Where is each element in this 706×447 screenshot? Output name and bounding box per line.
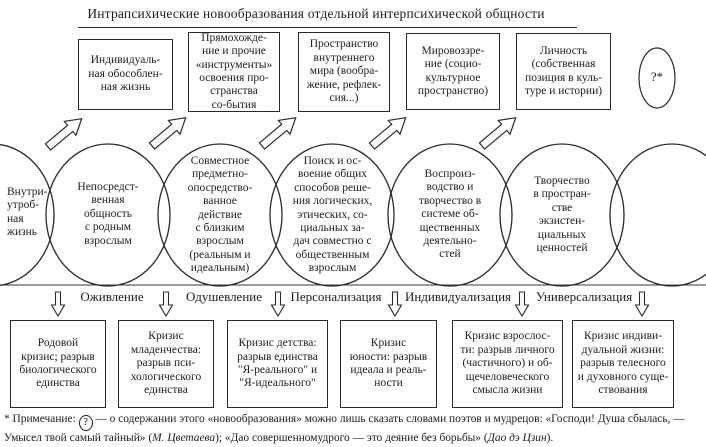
footnote-prefix: * Примечание: xyxy=(4,413,79,425)
down-arrow-icon-3 xyxy=(270,291,286,318)
stage-label-revival: Оживление xyxy=(80,289,144,304)
footnote: * Примечание: ? — о содержании этого «но… xyxy=(4,412,704,446)
up-right-arrow-icon-3 xyxy=(258,116,297,150)
stage-label-animation: Одушевление xyxy=(185,289,263,304)
footnote-middle: ); «Дао совершенномудрого — это деяние б… xyxy=(215,432,488,444)
crisis-box-infancy: Кризис младенчества: разрыв пси- хологич… xyxy=(118,320,214,408)
footnote-body: — о содержании этого «новообразования» м… xyxy=(4,413,685,444)
circle-direct-communion xyxy=(45,143,171,287)
crisis-box-childhood: Кризис детства: разрыв единства "Я-реаль… xyxy=(227,320,328,408)
circle-intrauterine xyxy=(0,143,55,287)
stage-label-personalization: Персонализация xyxy=(290,289,382,304)
circle-search-methods xyxy=(269,143,395,287)
circle-reproduction-creativity xyxy=(387,143,513,287)
up-right-arrow-icon-5 xyxy=(478,116,517,150)
circle-future xyxy=(609,143,706,287)
footnote-suffix: ). xyxy=(546,432,554,444)
circle-label-joint-action: Совместное предметно- опосредство- ванно… xyxy=(187,155,253,275)
up-right-arrow-icon-2 xyxy=(148,116,187,150)
neoformation-box-personality: Личность (собственная позиция в куль- ту… xyxy=(516,33,611,110)
crisis-box-individual-life: Кризис индиви- дуальной жизни: разрыв те… xyxy=(572,320,674,408)
community-circles xyxy=(0,143,706,287)
up-right-arrow-icon-1 xyxy=(44,117,83,151)
up-right-arrows xyxy=(44,116,517,151)
neoformation-box-worldview: Мировоззре- ние (социо- культурное прост… xyxy=(406,33,500,110)
circled-question-icon: ? xyxy=(78,415,93,431)
down-arrow-icon-6 xyxy=(634,291,650,318)
crisis-box-adulthood: Кризис взрослос- ти: разрыв личного (час… xyxy=(452,320,563,408)
circle-joint-action xyxy=(157,143,283,287)
down-arrow-icon-4 xyxy=(387,291,403,318)
unknown-neoformation-oval xyxy=(638,47,676,109)
crisis-box-birth: Родовой кризис; разрыв биологического ед… xyxy=(10,320,106,408)
unknown-oval-label: ?* xyxy=(650,69,664,84)
footnote-author-tsvetaeva: М. Цветаева xyxy=(152,432,216,444)
crisis-box-youth: Кризис юности: разрыв идеала и реаль- но… xyxy=(340,320,437,408)
stage-label-universalization: Универсализация xyxy=(535,289,633,304)
down-arrow-icon-5 xyxy=(514,291,530,318)
down-arrow-icon-2 xyxy=(158,291,174,318)
stage-label-individualization: Индивидуализация xyxy=(404,289,512,304)
down-arrow-icon-1 xyxy=(50,291,66,318)
down-arrows xyxy=(50,291,650,318)
neoformation-box-inner-world: Пространство внутреннего мира (вообра- ж… xyxy=(298,32,390,112)
neoformation-box-upright-walking: Прямохожде- ние и прочие «инструменты» о… xyxy=(188,32,280,112)
footnote-source-tao: Дао дэ Цзин xyxy=(487,432,547,444)
circle-label-existential-creativity: Творчество в простран- стве экзистен- ци… xyxy=(533,175,591,255)
circle-label-search-methods: Поиск и ос- воение общих способов реше- … xyxy=(292,155,373,275)
up-right-arrow-icon-4 xyxy=(368,116,407,150)
neoformation-box-individual-life: Индивидуаль- ная обособлен- ная жизнь xyxy=(78,39,173,110)
circle-label-direct-communion: Непосредст- венная общность с родным взр… xyxy=(77,181,139,247)
circle-label-reproduction-creativity: Воспроиз- водство и творчество в системе… xyxy=(418,168,482,261)
circle-existential-creativity xyxy=(499,143,625,287)
circle-label-intrauterine: Внутри- утроб- ная жизнь xyxy=(7,186,48,239)
diagram-title: Интрапсихические новообразования отдельн… xyxy=(87,6,545,21)
